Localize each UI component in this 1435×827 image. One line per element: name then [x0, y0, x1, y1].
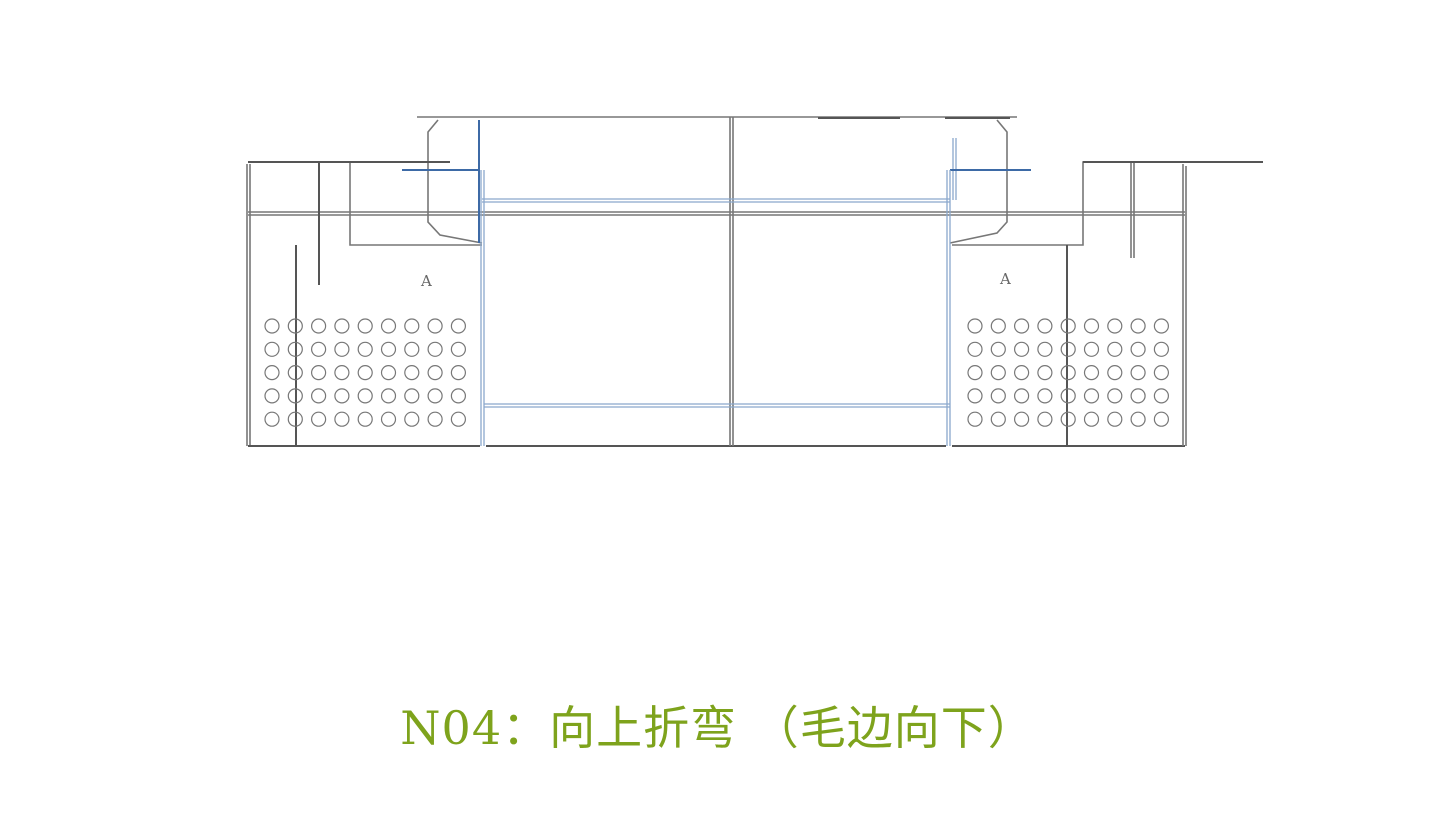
hole	[404, 341, 420, 357]
hole	[967, 411, 983, 427]
hole	[990, 365, 1006, 381]
hole	[1013, 341, 1030, 357]
hole	[264, 318, 280, 334]
hole	[990, 318, 1006, 334]
hole	[967, 318, 983, 334]
hole	[380, 411, 397, 427]
hole	[1107, 318, 1123, 334]
hole	[287, 318, 303, 334]
hole	[427, 365, 443, 381]
hole	[380, 365, 397, 381]
hole	[1153, 365, 1170, 381]
hole-grids	[264, 318, 1170, 427]
hole	[334, 318, 350, 334]
hole	[287, 341, 303, 357]
hole	[380, 388, 397, 404]
hole	[990, 388, 1006, 404]
hole	[990, 341, 1006, 357]
hole	[357, 341, 373, 357]
hole	[1107, 341, 1123, 357]
hole	[287, 365, 303, 381]
hole	[357, 388, 373, 404]
hole	[357, 318, 373, 334]
hole	[967, 388, 983, 404]
hole	[1153, 411, 1170, 427]
hole	[450, 388, 466, 404]
hole	[450, 411, 466, 427]
hole	[380, 341, 397, 357]
hole	[1037, 388, 1053, 404]
hole	[311, 411, 327, 427]
hole	[334, 341, 350, 357]
hole	[967, 365, 983, 381]
hole	[990, 411, 1006, 427]
hole	[1107, 411, 1123, 427]
hole	[1130, 411, 1146, 427]
hole	[311, 365, 327, 381]
hole	[1060, 365, 1076, 381]
hole	[427, 318, 443, 334]
hole	[1107, 388, 1123, 404]
hole	[404, 318, 420, 334]
hole	[264, 365, 280, 381]
hole	[1060, 388, 1076, 404]
hole	[264, 411, 280, 427]
hole	[357, 365, 373, 381]
hole	[427, 341, 443, 357]
hole	[287, 388, 303, 404]
hole	[1037, 318, 1053, 334]
hole	[1083, 341, 1100, 357]
hole	[450, 341, 466, 357]
hole	[1153, 341, 1170, 357]
hole	[334, 411, 350, 427]
hole	[1013, 411, 1030, 427]
hole	[1083, 365, 1100, 381]
hole	[404, 411, 420, 427]
hole	[357, 411, 373, 427]
hole	[1083, 318, 1100, 334]
hole	[334, 365, 350, 381]
caption: N04：向上折弯 （毛边向下）	[400, 701, 1035, 755]
hole	[1153, 318, 1170, 334]
hole	[1037, 341, 1053, 357]
hole	[311, 318, 327, 334]
hole	[1060, 341, 1076, 357]
hole	[427, 411, 443, 427]
hole	[1153, 388, 1170, 404]
hole	[1083, 411, 1100, 427]
bend-lines	[402, 120, 1031, 446]
hole	[1130, 341, 1146, 357]
hole	[264, 388, 280, 404]
hole	[450, 365, 466, 381]
hole	[380, 318, 397, 334]
hole	[404, 365, 420, 381]
hole	[1037, 365, 1053, 381]
hole	[1037, 411, 1053, 427]
hole	[404, 388, 420, 404]
outline	[246, 116, 1263, 447]
hole	[1130, 365, 1146, 381]
hole	[311, 341, 327, 357]
hole	[264, 341, 280, 357]
hole	[450, 318, 466, 334]
hole	[967, 341, 983, 357]
hole	[1107, 365, 1123, 381]
hole	[1060, 411, 1076, 427]
hole	[287, 411, 303, 427]
hole	[311, 388, 327, 404]
hole	[427, 388, 443, 404]
hole	[1083, 388, 1100, 404]
region-label-left: A	[420, 272, 432, 290]
region-label-right: A	[999, 270, 1011, 288]
hole	[1013, 318, 1030, 334]
hole	[1130, 388, 1146, 404]
hole	[1130, 318, 1146, 334]
hole	[334, 388, 350, 404]
hole	[1013, 388, 1030, 404]
hole	[1060, 318, 1076, 334]
hole	[1013, 365, 1030, 381]
